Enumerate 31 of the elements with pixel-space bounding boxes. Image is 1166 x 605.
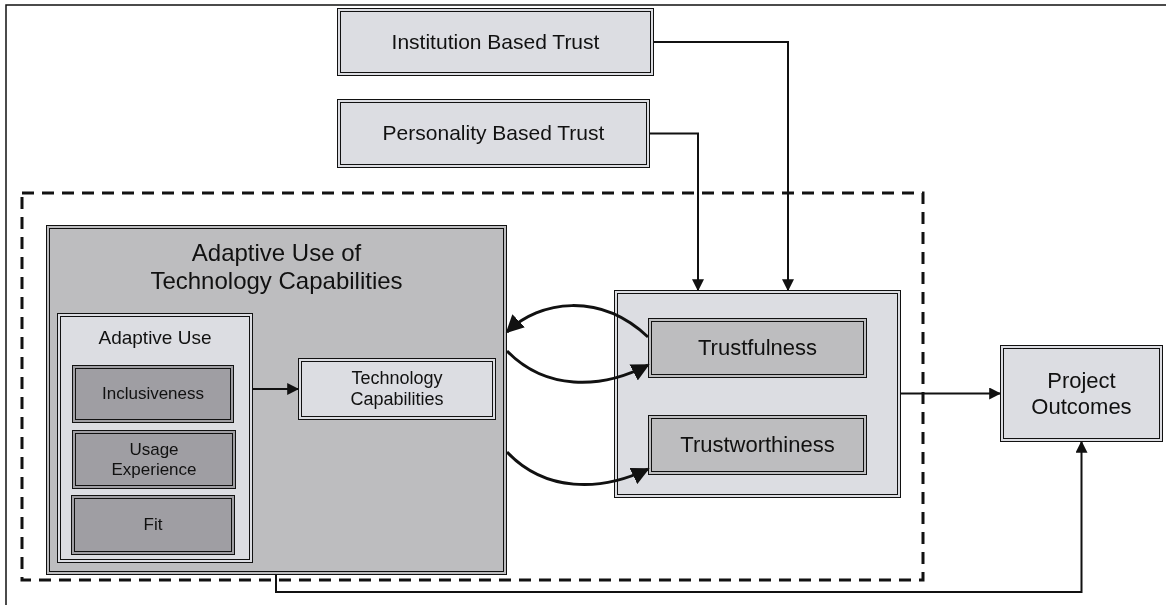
construct-box <box>71 495 235 555</box>
construct-box <box>298 358 496 420</box>
curved-arrow <box>505 450 650 486</box>
construct-label: Institution Based Trust <box>391 29 600 55</box>
construct-box <box>72 365 234 423</box>
arrow <box>649 132 704 292</box>
group-box <box>614 290 901 498</box>
construct-label: Usage Experience <box>110 439 198 480</box>
construct-box <box>1000 345 1163 442</box>
construct-label: Inclusiveness <box>101 384 205 404</box>
construct-box <box>72 430 236 489</box>
curved-arrow <box>505 304 649 339</box>
construct-label: Trustfulness <box>698 335 817 361</box>
construct-box <box>648 318 867 378</box>
group-box <box>57 313 253 563</box>
group-box <box>46 225 507 575</box>
construct-label: Personality Based Trust <box>382 121 605 146</box>
curved-arrow <box>506 349 650 384</box>
construct-box <box>648 415 867 475</box>
construct-box <box>337 99 650 168</box>
construct-box <box>337 8 654 76</box>
construct-label: Project Outcomes <box>1030 368 1133 419</box>
arrow <box>653 41 794 292</box>
arrow <box>275 440 1088 593</box>
arrow <box>900 387 1002 400</box>
construct-label: Technology Capabilities <box>349 368 445 410</box>
group-heading: Adaptive Use <box>98 327 212 349</box>
construct-label: Trustworthiness <box>680 432 835 458</box>
group-heading: Adaptive Use of Technology Capabilities <box>149 239 404 295</box>
arrow <box>252 383 300 395</box>
construct-label: Fit <box>143 515 163 535</box>
